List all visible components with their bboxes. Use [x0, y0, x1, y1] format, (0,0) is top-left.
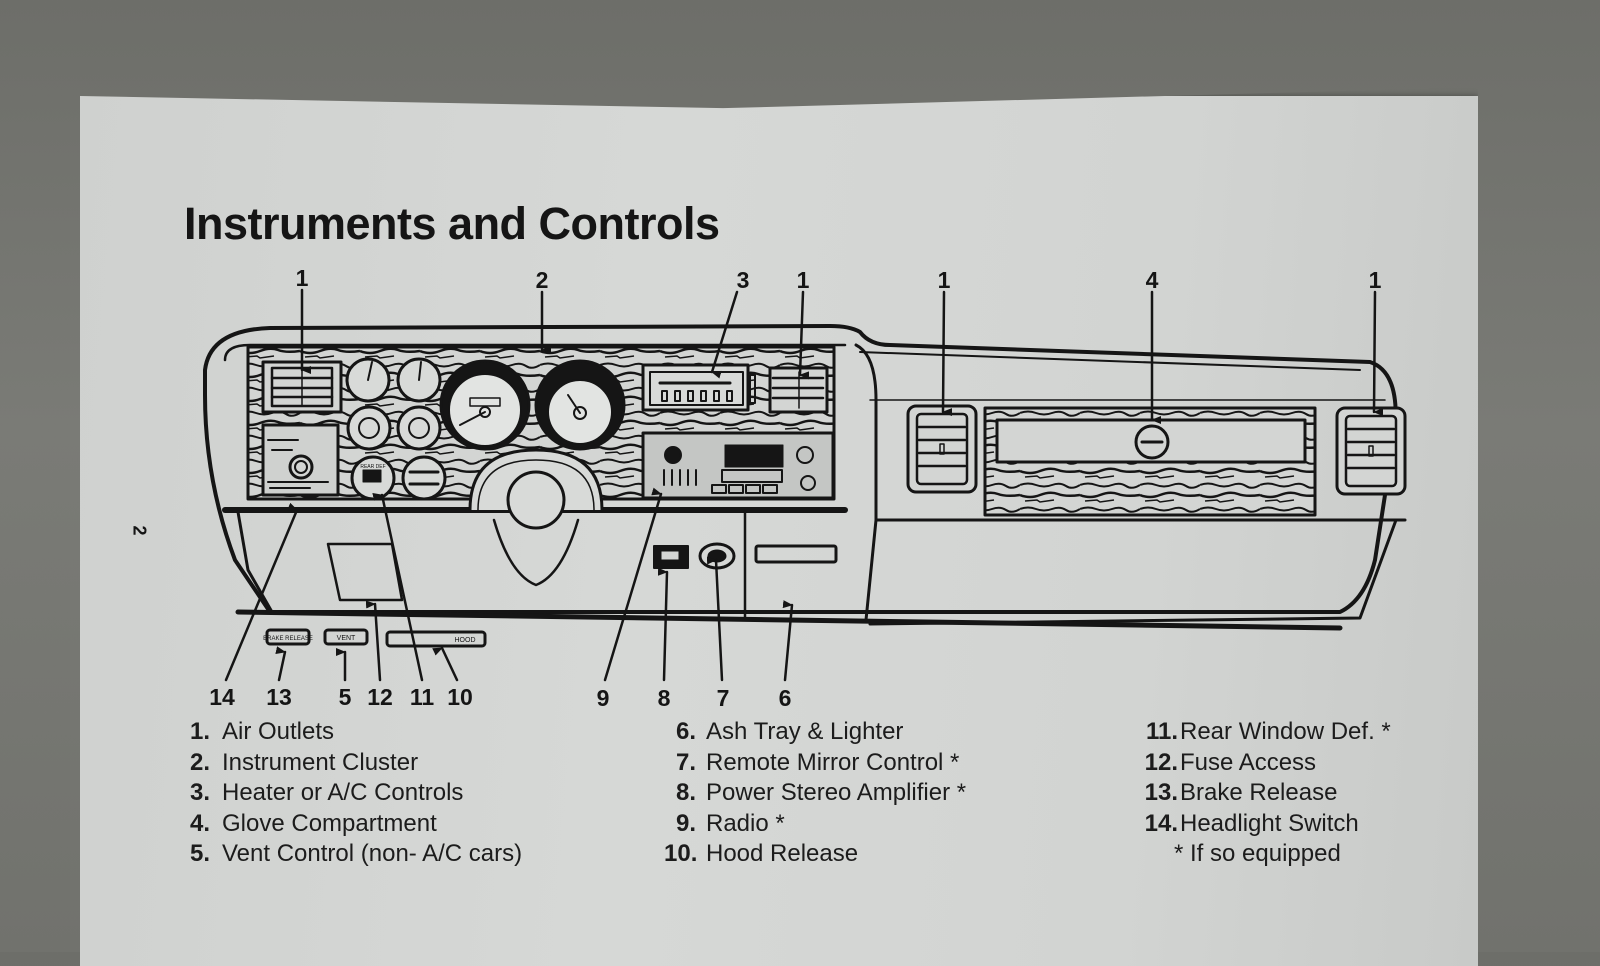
callout-bottom-7: 7 [717, 685, 730, 711]
legend-label: Radio * [706, 809, 785, 837]
legend-label: Power Stereo Amplifier * [706, 779, 967, 806]
brake-release-handle [265, 628, 311, 646]
legend-number: 3. [189, 779, 210, 806]
legend-number: 5. [189, 840, 210, 867]
legend-label: Hood Release [706, 840, 859, 867]
callout-top-6: 4 [1146, 267, 1159, 293]
legend-column-1: 1. Air Outlets 2. Instrument Cluster 3. Hea… [180, 718, 522, 871]
hood-label: HOOD [455, 637, 476, 644]
legend-item: 3. Heater or A/C Controls [180, 779, 522, 810]
legend-label: Brake Release [1180, 779, 1338, 806]
glove-compartment [983, 406, 1317, 517]
air-outlet-passenger-right [1335, 406, 1407, 496]
brake-release-label: BRAKE RELEASE [263, 636, 313, 642]
legend-item: 10. Hood Release [664, 840, 966, 871]
legend-item: 14.Headlight Switch [1140, 810, 1391, 841]
callout-bottom-10: 10 [447, 684, 473, 710]
stereo-amplifier [653, 545, 689, 569]
callout-bottom-8: 8 [658, 685, 671, 711]
legend-number: 4. [189, 809, 210, 837]
legend-item: 12.Fuse Access [1140, 749, 1391, 780]
legend-label: Headlight Switch [1180, 809, 1359, 837]
legend-label: Air Outlets [222, 718, 335, 745]
rear-defog-label: REAR DEF [360, 464, 385, 470]
legend-number: 6. [675, 718, 696, 745]
manual-page [80, 96, 1478, 966]
legend-label: Ash Tray & Lighter [706, 718, 904, 745]
legend-footnote: * If so equipped [1174, 840, 1341, 867]
dashboard-outline [203, 324, 1398, 614]
legend-column-2: 6. Ash Tray & Lighter 7. Remote Mirror Con… [664, 718, 966, 871]
callout-top-7: 1 [1369, 267, 1382, 293]
steering-column [468, 448, 604, 587]
callout-top-4: 1 [797, 267, 810, 293]
ash-tray [754, 544, 838, 564]
legend-number: 2. [189, 748, 210, 776]
legend-item: 8. Power Stereo Amplifier * [664, 779, 966, 810]
callout-top-3: 3 [737, 267, 750, 293]
hood-release-handle [385, 630, 487, 648]
legend-label: Heater or A/C Controls [222, 779, 464, 806]
legend-item: 1. Air Outlets [180, 718, 522, 749]
fuse-access-panel [326, 542, 404, 602]
legend-item: 6. Ash Tray & Lighter [664, 718, 966, 749]
legend-label: Remote Mirror Control * [706, 748, 960, 776]
legend-label: Instrument Cluster [222, 748, 419, 776]
legend-number: 12. [1144, 748, 1178, 776]
air-outlet-passenger-left [906, 404, 978, 494]
legend-number: 13. [1144, 779, 1178, 806]
callout-bottom-12: 12 [367, 684, 393, 710]
speedometer [439, 359, 531, 451]
legend-item: 4. Glove Compartment [180, 810, 522, 841]
legend-number: 1. [189, 718, 210, 745]
radio [641, 431, 835, 500]
air-outlet-center [768, 366, 829, 414]
legend-number: 14. [1144, 809, 1178, 837]
callout-bottom-11: 11 [410, 684, 435, 710]
callout-top-1: 1 [296, 265, 309, 291]
page-title: Instruments and Controls [184, 198, 720, 249]
vent-control-handle [323, 628, 369, 646]
legend-item: 13.Brake Release [1140, 779, 1391, 810]
legend-label: Vent Control (non- A/C cars) [222, 840, 523, 867]
legend-number: 10. [664, 840, 698, 867]
legend-item: 2. Instrument Cluster [180, 749, 522, 780]
legend-number: 9. [675, 809, 696, 837]
callout-bottom-5: 5 [339, 684, 352, 710]
callout-bottom-14: 14 [209, 684, 235, 710]
vent-label: VENT [337, 635, 356, 642]
callout-top-2: 2 [536, 267, 549, 293]
legend-number: 8. [675, 779, 696, 806]
callout-bottom-6: 6 [779, 685, 792, 711]
legend-label: Glove Compartment [222, 809, 437, 837]
callout-bottom-9: 9 [597, 685, 610, 711]
headlight-switch-panel [261, 423, 340, 497]
callout-top-5: 1 [938, 267, 951, 293]
glove-box-door [868, 518, 1398, 626]
legend-number: 11. [1145, 718, 1178, 745]
callout-bottom-13: 13 [266, 684, 292, 710]
heater-controls [641, 363, 756, 412]
legend-item: 11.Rear Window Def. * [1140, 718, 1391, 749]
legend-label: Fuse Access [1180, 748, 1317, 776]
small-gauges [345, 357, 447, 501]
legend-number: 7. [675, 748, 696, 776]
legend-item: 7. Remote Mirror Control * [664, 749, 966, 780]
legend-item: 9. Radio * [664, 810, 966, 841]
legend-column-3: 11.Rear Window Def. * 12.Fuse Access 13.… [1140, 718, 1391, 871]
legend-label: Rear Window Def. * [1180, 718, 1391, 745]
tachometer [534, 359, 626, 451]
legend-item: 5. Vent Control (non- A/C cars) [180, 840, 522, 871]
